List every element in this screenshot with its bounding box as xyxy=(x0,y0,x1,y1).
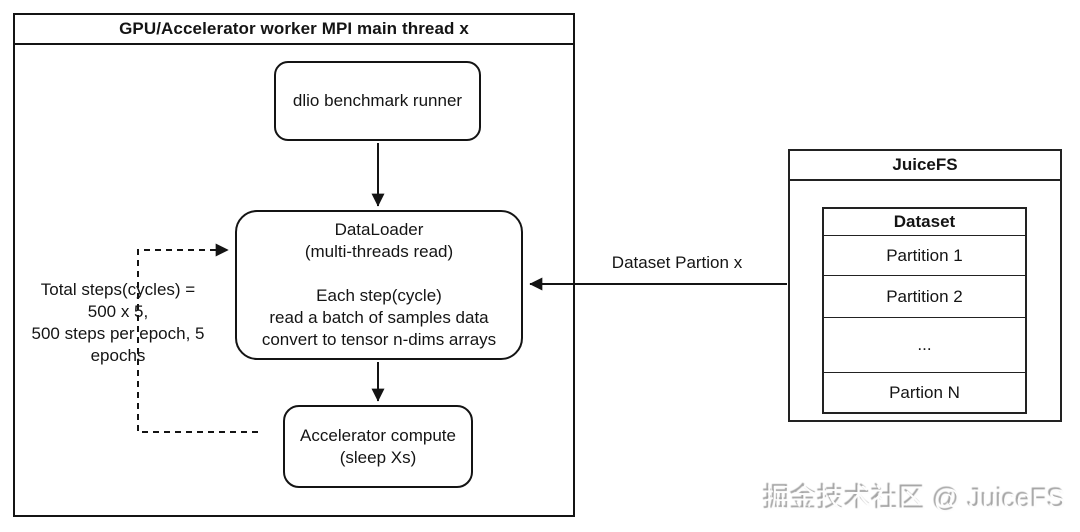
dataset-table-row-ellipsis: ... xyxy=(824,318,1025,373)
total-steps-annotation: Total steps(cycles) = 500 x 5, 500 steps… xyxy=(31,280,205,365)
dataset-table-row-partition-1: Partition 1 xyxy=(824,236,1025,276)
worker-title: GPU/Accelerator worker MPI main thread x xyxy=(15,15,573,45)
dlio-benchmark-runner-node: dlio benchmark runner xyxy=(274,61,481,141)
accelerator-compute-node: Accelerator compute (sleep Xs) xyxy=(283,405,473,488)
dataset-partition-arrow-label: Dataset Partion x xyxy=(611,253,743,272)
dataset-table-row-partition-n: Partion N xyxy=(889,382,960,402)
dataset-table-header: Dataset xyxy=(824,209,1025,236)
juicefs-box: JuiceFS Dataset Partition 1 Partition 2 … xyxy=(788,149,1062,422)
worker-container-box: GPU/Accelerator worker MPI main thread x xyxy=(13,13,575,517)
dataloader-node: DataLoader (multi-threads read) Each ste… xyxy=(235,210,523,360)
dataset-table: Dataset Partition 1 Partition 2 ... Part… xyxy=(822,207,1027,414)
watermark: 掘金技术社区 @ JuiceFS xyxy=(764,484,1066,514)
dataset-table-row-partition-2: Partition 2 xyxy=(824,276,1025,318)
juicefs-title: JuiceFS xyxy=(790,151,1060,181)
